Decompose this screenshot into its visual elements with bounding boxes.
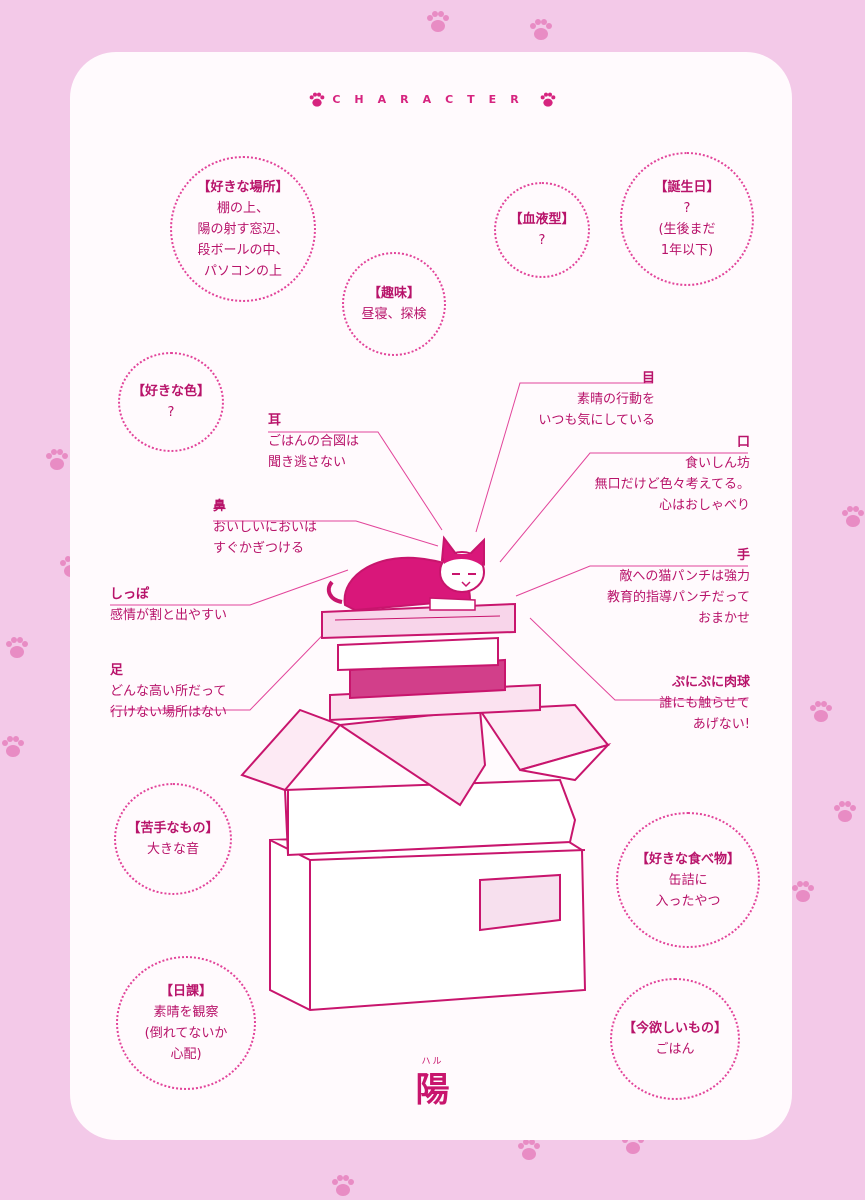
bubble-line: ごはん [655, 1042, 695, 1057]
label-line: 食いしん坊 [684, 456, 750, 471]
label-mouth: 口 食いしん坊 無口だけど色々考えてる。 心はおしゃべり [595, 432, 750, 516]
bubble-daily: 【日課】 素晴を観察 (倒れてないか 心配) [116, 956, 256, 1090]
bubble-favorite-place: 【好きな場所】 棚の上、 陽の射す窓辺、 段ボールの中、 パソコンの上 [170, 156, 316, 302]
bubble-line: 心配) [170, 1047, 202, 1062]
bubble-line: 缶詰に [668, 872, 708, 888]
label-line: 心はおしゃべり [658, 498, 750, 513]
label-eye: 目 素晴の行動を いつも気にしている [538, 368, 655, 431]
label-line: おまかせ [697, 611, 750, 626]
bubble-line: 素晴を観察 [153, 1005, 219, 1020]
bubble-title: 【好きな場所】 [197, 179, 289, 195]
bubble-title: 【誕生日】 [654, 180, 720, 195]
label-head: ぷにぷに肉球 [671, 675, 750, 690]
character-name-ruby: ハル [421, 1057, 444, 1067]
bubble-title: 【血液型】 [509, 212, 575, 227]
bubble-line: 陽の射す窓辺、 [197, 221, 289, 237]
bubble-title: 【今欲しいもの】 [622, 1021, 727, 1036]
label-head: 鼻 [213, 499, 227, 514]
label-line: 誰にも触らせて [659, 696, 750, 711]
bubble-line: 棚の上、 [216, 200, 269, 216]
bubble-title: 【日課】 [159, 984, 212, 999]
header-title: CHARACTER [332, 93, 533, 106]
bubble-line: 入ったやつ [655, 893, 721, 909]
label-head: しっぽ [110, 587, 150, 602]
label-line: あげない! [692, 717, 750, 732]
label-line: ごはんの合図は [268, 434, 360, 449]
label-line: 感情が割と出やすい [110, 608, 228, 623]
bubble-line: ? [683, 201, 691, 216]
section-header: CHARACTER [0, 92, 865, 108]
bubble-want: 【今欲しいもの】 ごはん [610, 978, 740, 1100]
bubble-favorite-color: 【好きな色】 ? [118, 352, 224, 452]
label-line: 行けない場所はない [110, 705, 228, 720]
bubble-title: 【好きな食べ物】 [635, 851, 740, 867]
label-nose: 鼻 おいしいにおいは すぐかぎつける [213, 496, 317, 559]
label-line: おいしいにおいは [213, 520, 318, 535]
label-line: 教育的指導パンチだって [606, 590, 750, 605]
label-line: すぐかぎつける [213, 541, 305, 556]
bubble-title: 【趣味】 [367, 286, 420, 301]
label-ear: 耳 ごはんの合図は 聞き逃さない [268, 410, 359, 473]
character-name: 陽 [415, 1070, 450, 1110]
label-leg: 足 どんな高い所だって 行けない場所はない [110, 660, 227, 723]
bubble-line: ? [167, 405, 175, 420]
label-head: 手 [736, 548, 750, 563]
bubble-title: 【好きな色】 [131, 384, 210, 399]
cat-illustration [240, 535, 612, 1012]
bubble-line: ? [538, 233, 546, 248]
bubble-blood-type: 【血液型】 ? [494, 182, 590, 278]
label-line: どんな高い所だって [110, 684, 227, 699]
bubble-hobby: 【趣味】 昼寝、探検 [342, 252, 446, 356]
label-line: 素晴の行動を [576, 392, 655, 407]
bubble-title: 【苦手なもの】 [127, 821, 219, 836]
bubble-line: (生後まだ [658, 222, 716, 237]
bubble-line: 昼寝、探検 [361, 307, 427, 322]
label-paw-pad: ぷにぷに肉球 誰にも触らせて あげない! [659, 672, 750, 735]
bubble-birthday: 【誕生日】 ? (生後まだ 1年以下) [620, 152, 754, 286]
bubble-line: 大きな音 [146, 842, 199, 857]
bubble-line: 段ボールの中、 [197, 242, 289, 258]
bubble-dislike: 【苦手なもの】 大きな音 [114, 783, 232, 895]
label-head: 足 [110, 663, 124, 678]
label-head: 耳 [268, 413, 282, 428]
label-tail: しっぽ 感情が割と出やすい [110, 584, 227, 626]
bubble-line: (倒れてないか [144, 1026, 228, 1041]
bubble-favorite-food: 【好きな食べ物】 缶詰に 入ったやつ [616, 812, 760, 948]
label-head: 口 [736, 435, 750, 450]
label-head: 目 [641, 371, 655, 386]
bubble-line: 1年以下) [660, 243, 714, 258]
label-line: 聞き逃さない [268, 455, 347, 470]
bubble-line: パソコンの上 [203, 263, 282, 279]
label-line: いつも気にしている [538, 413, 655, 428]
label-hand: 手 敵への猫パンチは強力 教育的指導パンチだって おまかせ [607, 545, 750, 629]
label-line: 無口だけど色々考えてる。 [594, 477, 750, 492]
label-line: 敵への猫パンチは強力 [619, 569, 750, 584]
